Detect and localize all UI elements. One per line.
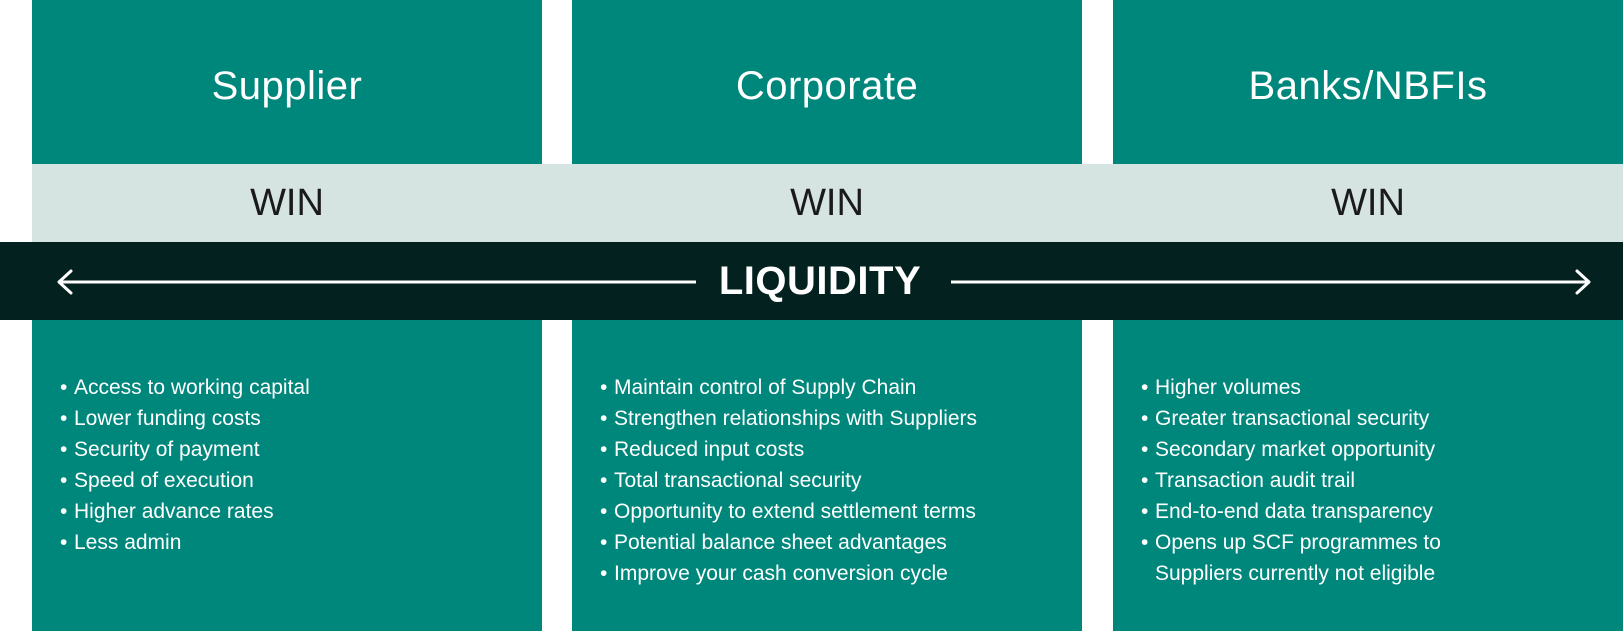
corporate-benefits-list: Maintain control of Supply Chain Strengt… (600, 372, 1062, 589)
list-item: Secondary market opportunity (1141, 434, 1473, 465)
supplier-benefits-list: Access to working capital Lower funding … (60, 372, 522, 558)
list-item: Potential balance sheet advantages (600, 527, 1062, 558)
list-item: Speed of execution (60, 465, 522, 496)
list-item: Improve your cash conversion cycle (600, 558, 1062, 589)
list-item: Security of payment (60, 434, 522, 465)
list-item: Transaction audit trail (1141, 465, 1473, 496)
supplier-win: WIN (250, 181, 324, 224)
liquidity-label: LIQUIDITY (718, 258, 922, 303)
banks-win: WIN (1331, 181, 1405, 224)
list-item: Lower funding costs (60, 403, 522, 434)
list-item: End-to-end data transparency (1141, 496, 1473, 527)
right-arrow-icon (951, 269, 1591, 295)
liquidity-band: LIQUIDITY (0, 242, 1623, 320)
banks-benefits-list: Higher volumes Greater transactional sec… (1141, 372, 1473, 589)
list-item: Total transactional security (600, 465, 1062, 496)
list-item: Strengthen relationships with Suppliers (600, 403, 1062, 434)
banks-title: Banks/NBFIs (1248, 63, 1488, 108)
corporate-title: Corporate (735, 63, 919, 108)
list-item: Higher advance rates (60, 496, 522, 527)
corporate-benefits-panel: Maintain control of Supply Chain Strengt… (572, 320, 1082, 631)
list-item: Access to working capital (60, 372, 522, 403)
banks-header: Banks/NBFIs (1113, 0, 1623, 164)
corporate-win: WIN (790, 181, 864, 224)
list-item: Less admin (60, 527, 522, 558)
supplier-benefits-panel: Access to working capital Lower funding … (32, 320, 542, 631)
left-arrow-icon (57, 269, 696, 295)
list-item: Reduced input costs (600, 434, 1062, 465)
list-item: Opportunity to extend settlement terms (600, 496, 1062, 527)
banks-benefits-panel: Higher volumes Greater transactional sec… (1113, 320, 1623, 631)
corporate-header: Corporate (572, 0, 1082, 164)
supplier-header: Supplier (32, 0, 542, 164)
supplier-title: Supplier (211, 63, 363, 108)
list-item: Maintain control of Supply Chain (600, 372, 1062, 403)
win-band: WIN WIN WIN (32, 164, 1623, 242)
list-item: Greater transactional security (1141, 403, 1473, 434)
list-item: Higher volumes (1141, 372, 1473, 403)
list-item: Opens up SCF programmes to Suppliers cur… (1141, 527, 1473, 589)
